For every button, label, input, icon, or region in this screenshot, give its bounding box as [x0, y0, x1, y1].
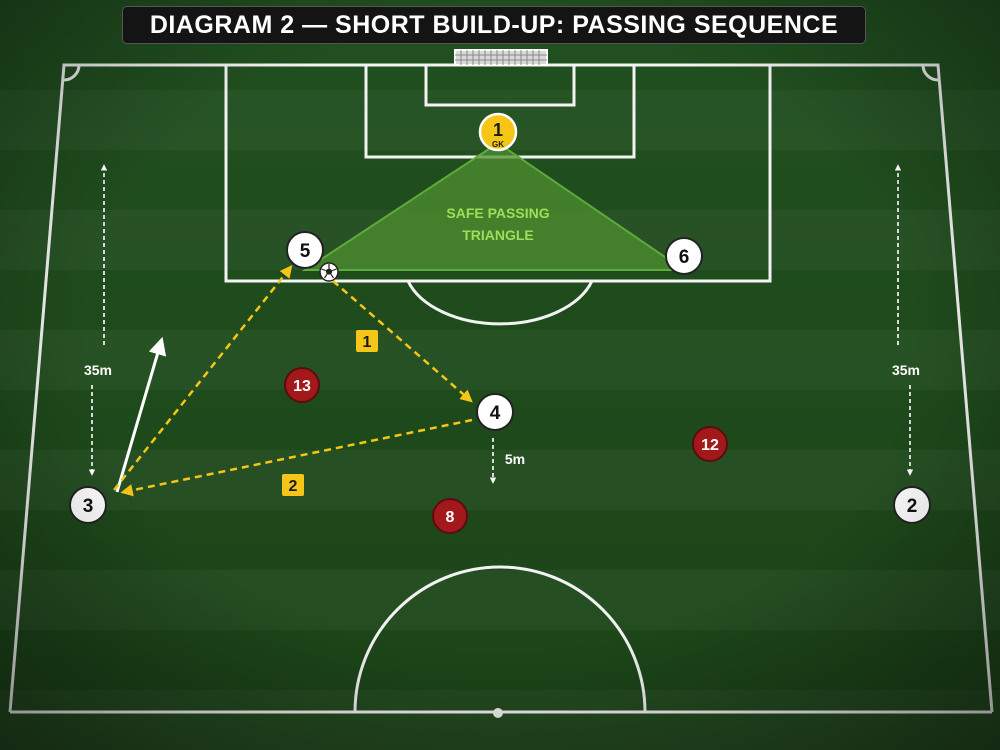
- goalkeeper-sub-label: GK: [492, 140, 504, 149]
- distance-label-right: 35m: [892, 362, 920, 378]
- player-number-1: 1: [493, 120, 503, 140]
- opponent-marker-8: 8: [432, 498, 468, 534]
- center-spot: [493, 708, 503, 718]
- diagram-title: DIAGRAM 2 — SHORT BUILD-UP: PASSING SEQU…: [122, 6, 866, 44]
- player-marker-2: 2: [893, 486, 931, 524]
- player-number-4: 4: [490, 403, 501, 424]
- distance-label-drop: 5m: [505, 451, 525, 467]
- soccer-ball-icon: [319, 262, 339, 282]
- player-marker-3: 3: [69, 486, 107, 524]
- player-marker-4: 4: [476, 393, 514, 431]
- opponent-marker-12: 12: [692, 426, 728, 462]
- zone-label-line-2: TRIANGLE: [462, 227, 534, 243]
- step-badge-2: 2: [282, 474, 304, 496]
- opponent-number-8: 8: [446, 509, 455, 526]
- goal-net: [454, 49, 548, 66]
- zone-label-line-1: SAFE PASSING: [446, 205, 549, 221]
- opponent-marker-13: 13: [284, 367, 320, 403]
- player-marker-6: 6: [665, 237, 703, 275]
- opponent-number-13: 13: [293, 378, 311, 395]
- distance-label-left: 35m: [84, 362, 112, 378]
- goalkeeper-marker: 1 GK: [478, 112, 518, 152]
- player-number-6: 6: [679, 247, 690, 268]
- player-number-5: 5: [300, 241, 311, 262]
- player-marker-5: 5: [286, 231, 324, 269]
- step-badge-1: 1: [356, 330, 378, 352]
- opponent-number-12: 12: [701, 437, 719, 454]
- player-number-2: 2: [907, 496, 918, 517]
- step-badge-2-label: 2: [289, 478, 298, 495]
- player-number-3: 3: [83, 496, 94, 517]
- step-badge-1-label: 1: [363, 334, 372, 351]
